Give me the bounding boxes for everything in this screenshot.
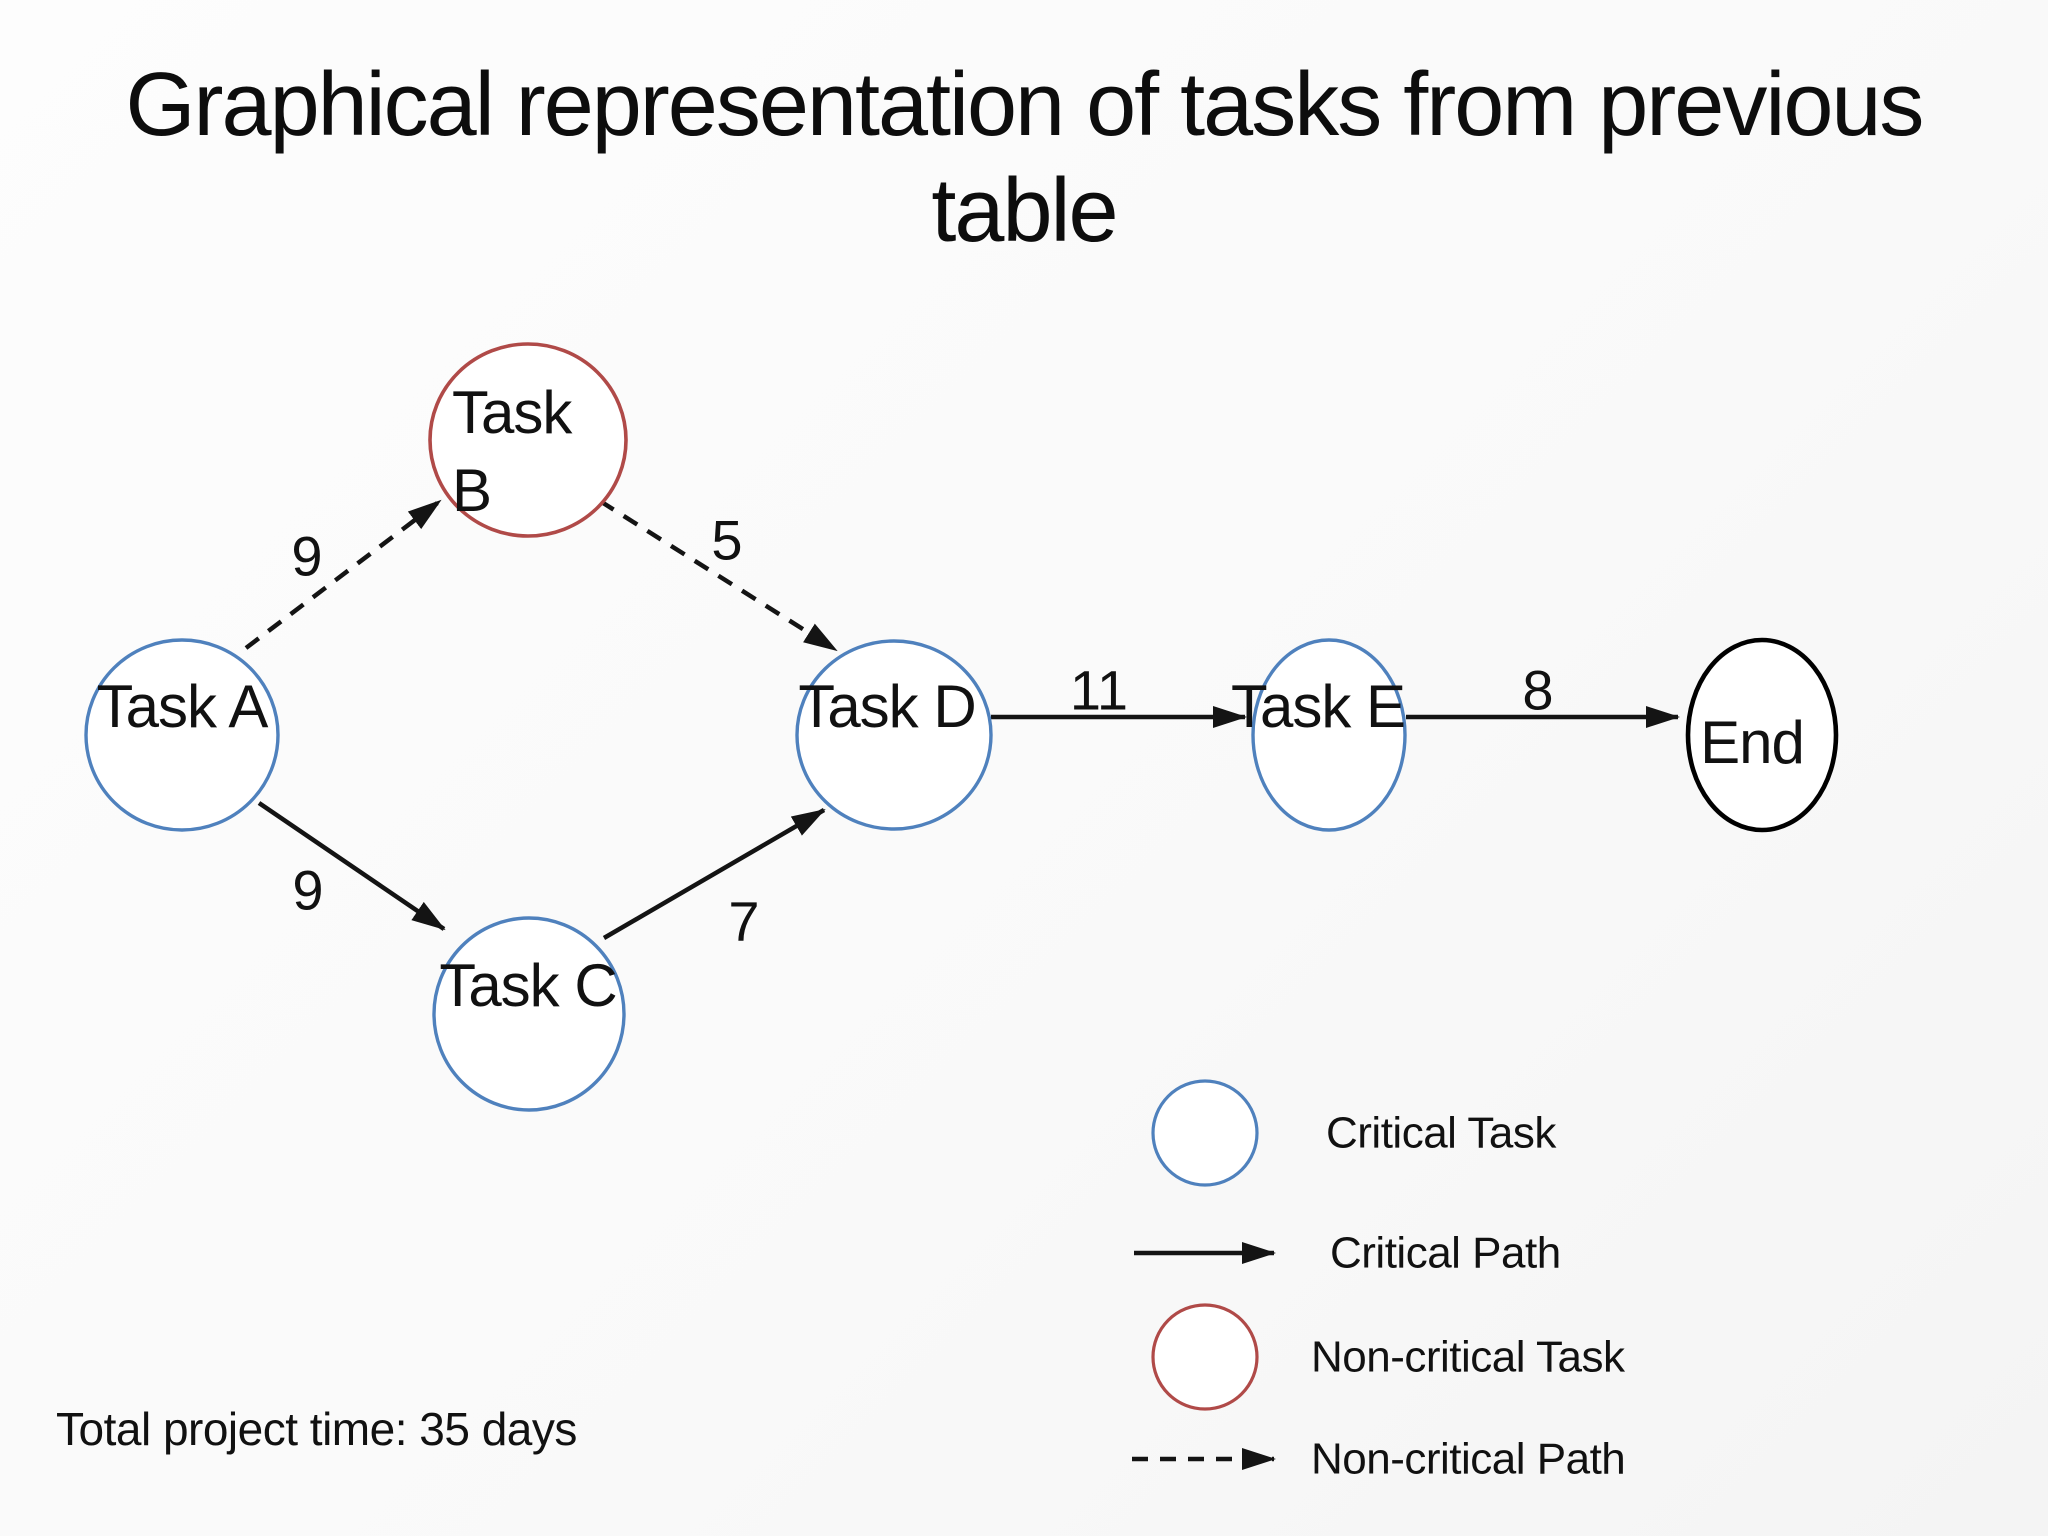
node-circle-b [428,342,628,538]
node-d: Task D [795,639,993,831]
node-circle-end [1685,637,1839,833]
edge-a-c-solid-arrow [257,801,446,931]
node-e: Task E [1231,638,1407,832]
edge-weight-b-d: 5 [711,509,742,572]
slide-title: Graphical representation of tasks from p… [125,55,1925,262]
edge-weight-d-e: 11 [1070,659,1128,722]
node-end: End [1685,637,1839,833]
legend-label-0: Critical Task [1326,1109,1557,1158]
edge-weight-c-d: 7 [728,890,759,953]
edge-c-d-solid-arrow [602,808,826,940]
node-label-end: End [1700,709,1804,776]
node-label-d: Task D [798,673,975,740]
legend-label-1: Critical Path [1330,1229,1561,1278]
legend-noncritical-circle-icon [1151,1303,1259,1411]
legend-label-2: Non-critical Task [1311,1333,1626,1382]
node-circle-a [84,638,280,832]
edge-weight-a-c: 9 [292,859,323,922]
node-c: Task C [432,916,626,1112]
node-label-e: Task E [1231,673,1405,740]
legend-item-3: Non-critical Path [1132,1435,1626,1484]
legend-label-3: Non-critical Path [1311,1435,1625,1484]
edge-a-b-dashed-arrow [244,499,442,650]
legend-critical-circle-icon [1151,1079,1259,1187]
node-circle-e [1251,638,1407,832]
legend-item-2: Non-critical Task [1151,1303,1626,1411]
node-a: Task A [84,638,280,832]
node-circle-c [432,916,626,1112]
edge-weight-a-b: 9 [291,525,322,588]
node-label-c: Task C [439,952,616,1019]
node-label-a: Task A [97,673,269,740]
edges-layer: 9 5 9 7 11 8 [244,499,1680,953]
total-project-time: Total project time: 35 days [56,1403,577,1455]
edge-b-d-dashed-arrow [598,499,838,652]
edge-weight-e-end: 8 [1522,659,1553,722]
legend-item-0: Critical Task [1151,1079,1558,1187]
node-circle-d [795,639,993,831]
legend-item-1: Critical Path [1134,1229,1561,1278]
